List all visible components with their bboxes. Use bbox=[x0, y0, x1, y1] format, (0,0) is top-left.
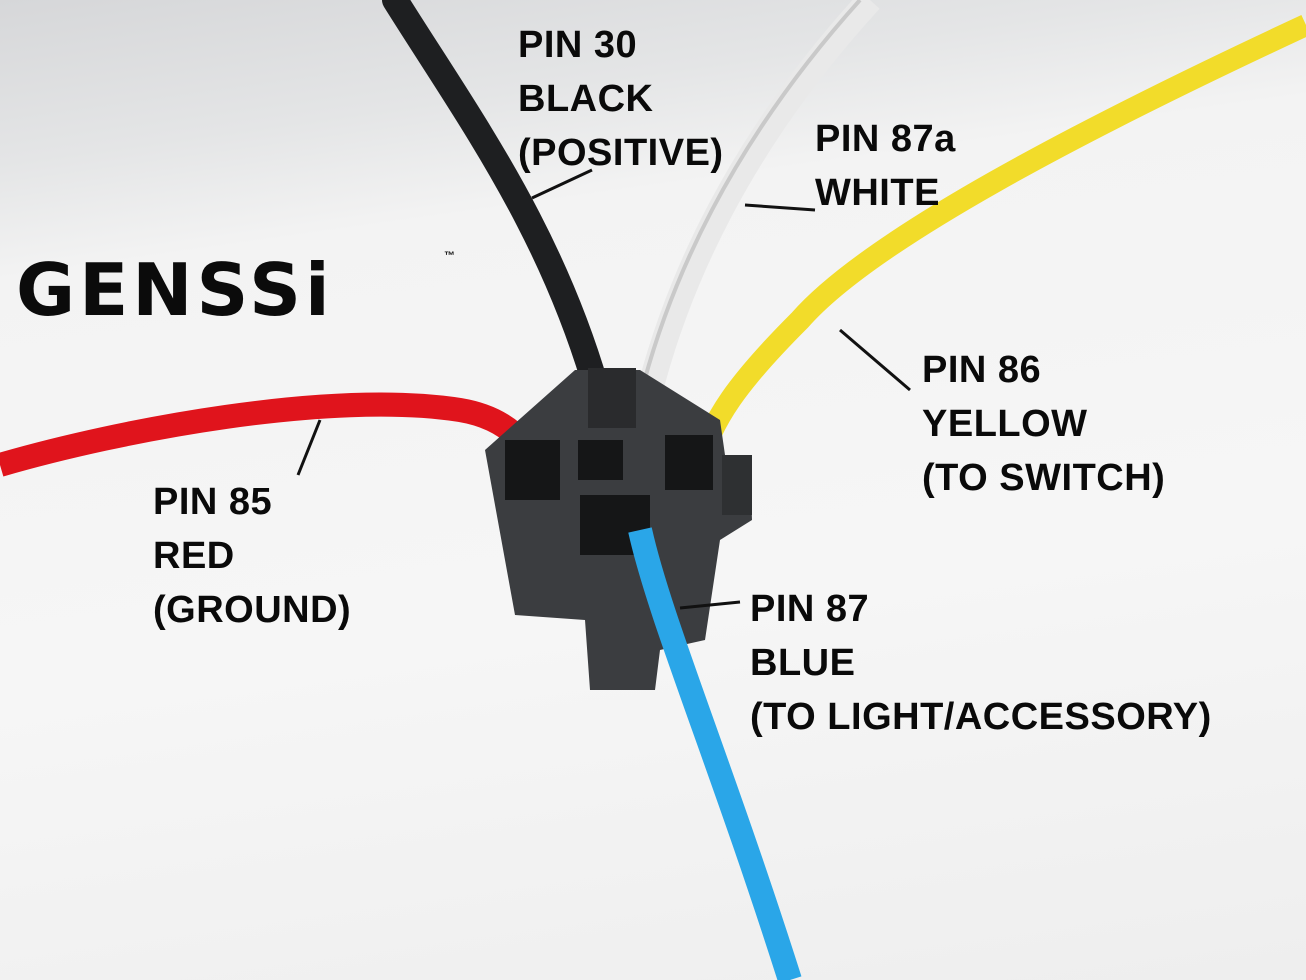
pin-function: (POSITIVE) bbox=[518, 132, 724, 174]
label-pin-86: PIN 86 YELLOW (TO SWITCH) bbox=[922, 343, 1165, 505]
pin-number: PIN 30 bbox=[518, 24, 638, 66]
pin-number: PIN 87 bbox=[750, 588, 870, 630]
relay-connector bbox=[485, 368, 752, 690]
label-pin-85: PIN 85 RED (GROUND) bbox=[153, 475, 351, 637]
yellow-wire bbox=[687, 15, 1306, 473]
wire-color: BLACK bbox=[518, 78, 654, 120]
pin-number: PIN 86 bbox=[922, 349, 1042, 391]
pin-function: (TO LIGHT/ACCESSORY) bbox=[750, 696, 1212, 738]
label-pin-87: PIN 87 BLUE (TO LIGHT/ACCESSORY) bbox=[750, 582, 1212, 744]
wire-color: YELLOW bbox=[922, 403, 1088, 445]
trademark-symbol: ™ bbox=[444, 250, 455, 262]
label-pin-87a: PIN 87a WHITE bbox=[815, 112, 956, 220]
wire-color: WHITE bbox=[815, 172, 940, 214]
wire-color: RED bbox=[153, 535, 235, 577]
pin-function: (TO SWITCH) bbox=[922, 457, 1166, 499]
pin-number: PIN 85 bbox=[153, 481, 273, 523]
brand-logo: GENSSi bbox=[16, 248, 334, 332]
pin-function: (GROUND) bbox=[153, 589, 352, 631]
label-pin-30: PIN 30 BLACK (POSITIVE) bbox=[518, 18, 724, 180]
leader-lines bbox=[296, 168, 911, 610]
wire-color: BLUE bbox=[750, 642, 856, 684]
blue-wire bbox=[628, 527, 802, 980]
pin-number: PIN 87a bbox=[815, 118, 956, 160]
black-wire bbox=[382, 0, 618, 433]
